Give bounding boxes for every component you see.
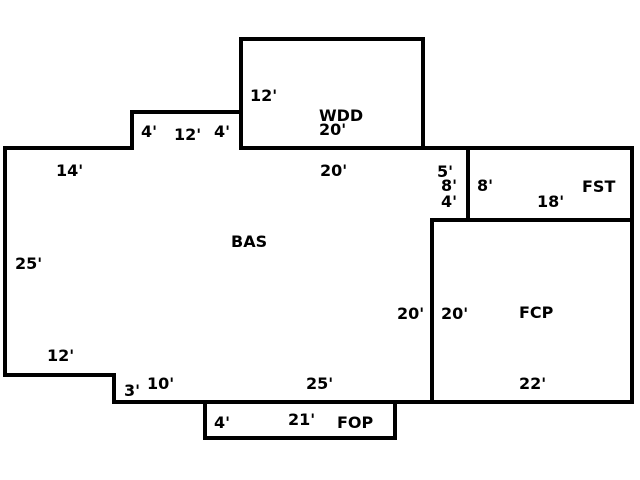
- dimension-label: 18': [537, 192, 565, 211]
- area-label-fst: FST: [582, 177, 616, 196]
- dimension-label: 20': [320, 161, 348, 180]
- dimension-label: 4': [214, 413, 231, 432]
- dimension-label: 4': [141, 122, 158, 141]
- dimension-label: 20': [319, 120, 347, 139]
- dimension-label: 12': [250, 86, 278, 105]
- dimension-label: 5': [437, 162, 454, 181]
- dimension-label: 8': [477, 176, 494, 195]
- dimension-label: 22': [519, 374, 547, 393]
- area-label-bas: BAS: [231, 232, 268, 251]
- dimension-label: 21': [288, 410, 316, 429]
- dimension-label: 25': [306, 374, 334, 393]
- dimension-label: 12': [47, 346, 75, 365]
- dimension-label: 14': [56, 161, 84, 180]
- dimension-label: 20': [397, 304, 425, 323]
- dimension-label: 20': [441, 304, 469, 323]
- area-label-wdd: WDD: [319, 106, 364, 125]
- dimension-label: 4': [441, 192, 458, 211]
- fcp-outline: [430, 218, 634, 404]
- wdd-outline: [239, 37, 425, 150]
- fop-outline: [203, 400, 397, 440]
- dimension-label: 12': [174, 125, 202, 144]
- dimension-label: 10': [147, 374, 175, 393]
- dimension-label: 4': [214, 122, 231, 141]
- area-label-fop: FOP: [337, 413, 374, 432]
- dimension-label: 3': [124, 381, 141, 400]
- dimension-label: 25': [15, 254, 43, 273]
- area-label-fcp: FCP: [519, 303, 554, 322]
- bas-outline: [3, 110, 468, 404]
- dimension-label: 8': [441, 176, 458, 195]
